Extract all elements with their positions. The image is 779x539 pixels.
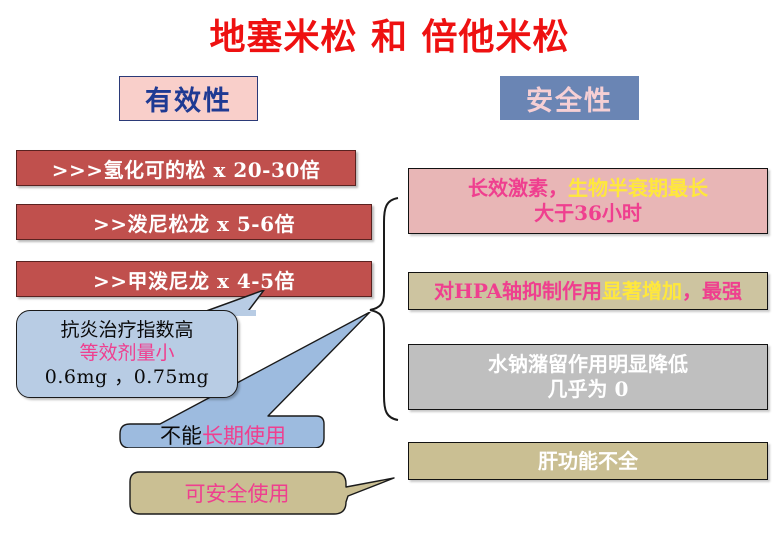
warning-callout-label: 不能长期使用 xyxy=(128,418,318,452)
efficacy-callout-line3: 0.6mg ，0.75mg xyxy=(44,365,210,388)
efficacy-bar-prednisolone: >>泼尼松龙 x 5-6倍 xyxy=(16,204,372,240)
safety-header-box: 安全性 xyxy=(500,76,639,120)
safety-box-half-life: 长效激素，生物半衰期最长 大于36小时 xyxy=(408,168,768,234)
efficacy-callout-line1: 抗炎治疗指数高 xyxy=(60,319,194,342)
safety-box-line1: 长效激素，生物半衰期最长 xyxy=(468,176,708,200)
efficacy-header-box: 有效性 xyxy=(119,76,258,121)
efficacy-header-label: 有效性 xyxy=(145,86,232,117)
safety-header-label: 安全性 xyxy=(526,85,613,117)
safety-box-line2: 几乎为 0 xyxy=(547,377,629,401)
grouping-brace-icon xyxy=(369,197,399,421)
safety-box-line1: 对HPA轴抑制作用显著增加，最强 xyxy=(434,278,742,303)
safety-box-line1: 水钠潴留作用明显降低 xyxy=(488,352,688,376)
safety-box-hpa-axis: 对HPA轴抑制作用显著增加，最强 xyxy=(408,272,768,310)
page-title: 地塞米松 和 倍他米松 xyxy=(209,16,570,58)
efficacy-bar-methylprednisolone: >>甲泼尼龙 x 4-5倍 xyxy=(16,261,372,297)
warning-highlight: 长期使用 xyxy=(202,424,286,448)
efficacy-bar-label: >>>氢化可的松 x 20-30倍 xyxy=(51,157,321,182)
efficacy-bar-hydrocortisone: >>>氢化可的松 x 20-30倍 xyxy=(16,150,356,186)
safety-box-line2: 大于36小时 xyxy=(534,201,642,225)
safety-box-liver-function: 肝功能不全 xyxy=(408,442,768,480)
safe-callout-shape xyxy=(129,471,395,515)
efficacy-bar-label: >>泼尼松龙 x 5-6倍 xyxy=(93,211,295,236)
efficacy-callout-line2: 等效剂量小 xyxy=(79,342,175,365)
warning-prefix: 不能 xyxy=(160,424,202,448)
safe-callout-label: 可安全使用 xyxy=(184,482,290,506)
efficacy-bar-label: >>甲泼尼龙 x 4-5倍 xyxy=(93,268,295,293)
safety-box-line1: 肝功能不全 xyxy=(538,448,638,473)
efficacy-detail-callout: 抗炎治疗指数高 等效剂量小 0.6mg ，0.75mg xyxy=(16,310,238,398)
warning-callout-shape xyxy=(119,312,371,448)
safety-box-sodium-retention: 水钠潴留作用明显降低 几乎为 0 xyxy=(408,344,768,410)
